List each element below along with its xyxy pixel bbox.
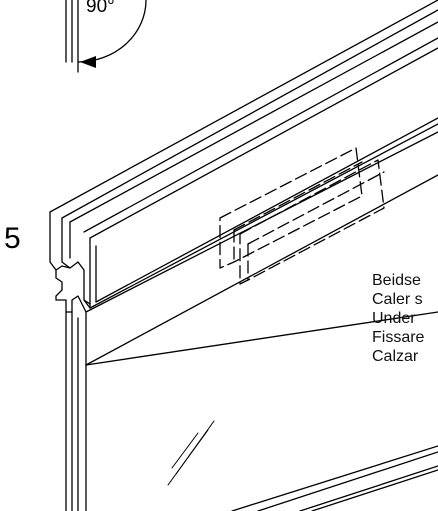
instruction-line: Beidse	[372, 272, 421, 289]
step-number: 5	[4, 222, 21, 255]
arrow-icon	[80, 56, 96, 68]
profile-cross-section	[49, 211, 91, 313]
glass-reflection	[167, 420, 215, 486]
glass-pane	[65, 311, 438, 511]
instruction-line: Fissare	[372, 329, 425, 346]
bottom-edges	[231, 445, 438, 511]
profile-top-rails	[49, 0, 438, 239]
instruction-line: Caler s	[372, 291, 423, 308]
instruction-line: Under	[372, 310, 416, 327]
instruction-line: Calzar	[372, 348, 419, 365]
instruction-text: Beidse Caler s Under Fissare Calzar	[372, 271, 424, 366]
angle-detail	[65, 0, 147, 73]
clamp-plate	[71, 174, 438, 366]
hidden-shims	[219, 147, 385, 285]
angle-label: 90°	[86, 0, 115, 17]
